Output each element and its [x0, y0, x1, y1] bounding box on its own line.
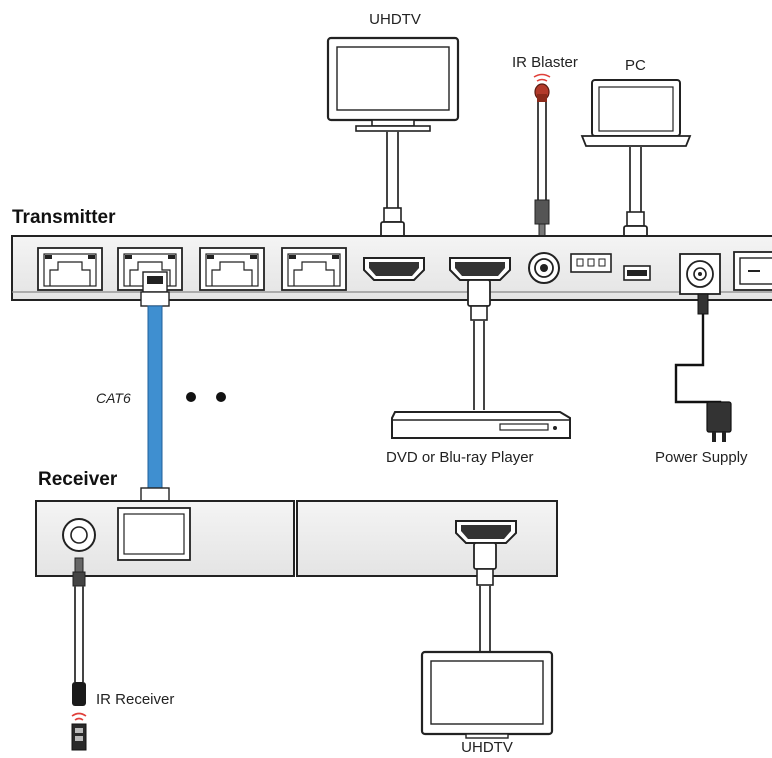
hdmi-port-icon	[455, 520, 517, 544]
rj45-port-icon	[281, 247, 347, 291]
rj45-port-icon	[199, 247, 265, 291]
uhdtv-top-label: UHDTV	[369, 11, 421, 28]
ir-signal-icon	[533, 73, 551, 82]
power-cable	[674, 293, 722, 418]
uhdtv-bottom-icon	[420, 650, 554, 739]
ir-signal-icon	[71, 712, 87, 721]
dvd-player-label: DVD or Blu-ray Player	[386, 449, 534, 466]
power-adapter-icon	[706, 401, 732, 442]
dvd-player-icon	[391, 411, 571, 439]
ir-receiver-label: IR Receiver	[96, 691, 174, 708]
ir-receiver-module-icon	[71, 723, 87, 751]
ir-blaster-label: IR Blaster	[512, 54, 578, 71]
cat6-label: CAT6	[96, 390, 131, 406]
power-supply-label: Power Supply	[655, 449, 748, 466]
power-switch-icon	[733, 251, 772, 291]
pc-label: PC	[625, 57, 646, 74]
uhdtv-bottom-label: UHDTV	[461, 739, 513, 756]
terminal-block-icon	[570, 253, 612, 273]
hdmi-cable-dvd	[467, 279, 491, 410]
dc-power-jack-icon	[679, 253, 721, 295]
ir-blaster-emitter-icon	[534, 83, 550, 102]
usb-port-icon	[623, 265, 651, 281]
ir-receiver-cable	[72, 557, 86, 682]
ir-receiver-sensor-icon	[72, 682, 86, 706]
receiver-device-right	[296, 500, 558, 577]
hdmi-cable-tv-bottom	[473, 542, 497, 652]
hdmi-port-icon	[363, 257, 425, 281]
uhdtv-top-icon	[326, 36, 460, 132]
cat6-cable	[140, 271, 170, 525]
hdmi-cable-tv-top	[380, 131, 405, 249]
laptop-icon	[580, 79, 692, 147]
ir-blaster-cable	[534, 102, 550, 237]
ellipsis-dots	[186, 392, 226, 402]
receiver-label: Receiver	[38, 469, 118, 490]
transmitter-label: Transmitter	[12, 207, 116, 228]
ir-jack-icon	[528, 252, 560, 284]
usb-cable-pc	[623, 146, 648, 249]
rj45-port-icon	[37, 247, 103, 291]
hdmi-port-icon	[449, 257, 511, 281]
